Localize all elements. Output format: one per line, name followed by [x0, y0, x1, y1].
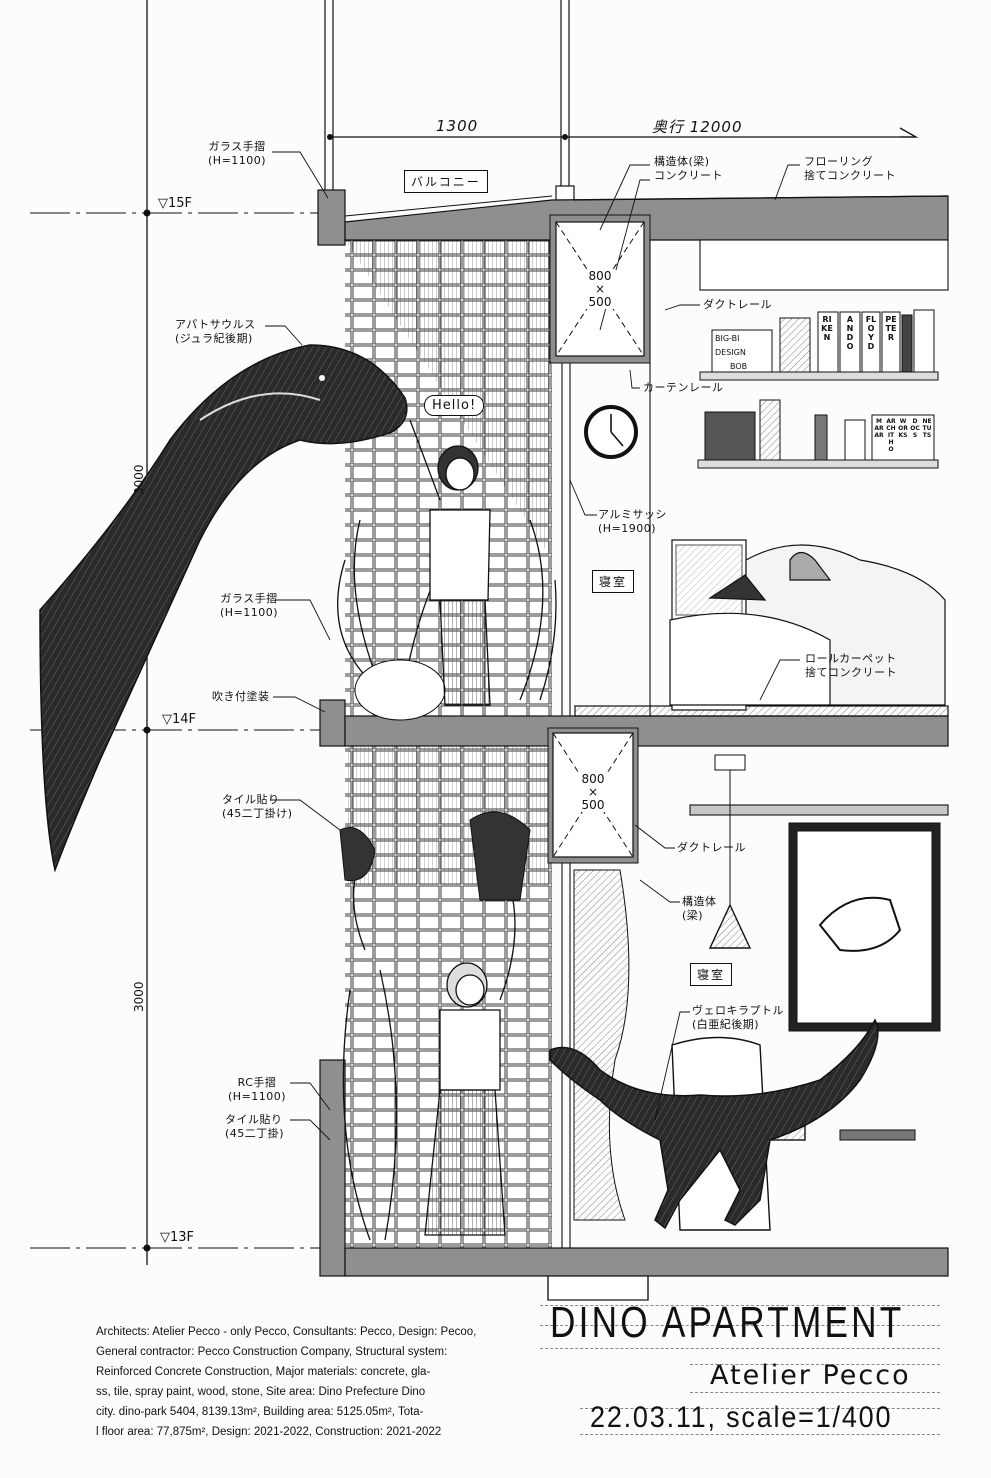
bookshelves	[697, 309, 939, 469]
person-lower	[424, 962, 506, 1236]
apatosaurus-highlight	[199, 392, 321, 421]
beam-size-upper: 800×500	[575, 270, 625, 309]
floor-height-upper: 3000	[132, 464, 146, 495]
book-spine: FLOYD	[865, 315, 877, 351]
book-spine: PETER	[885, 315, 897, 342]
book-spine: BOB	[730, 362, 748, 371]
book-spine: WORKS	[898, 418, 908, 439]
balcony-label: バルコニー	[404, 170, 488, 193]
spray-paint-label: 吹き付塗装	[212, 690, 270, 703]
aluminum-sash-label: アルミサッシ (H=1900)	[598, 508, 667, 535]
credits-line: city. dino-park 5404, 8139.13m², Buildin…	[96, 1406, 424, 1418]
book-spine: DOCS	[910, 418, 920, 439]
glass-railing-mid-label: ガラス手摺 (H=1100)	[220, 592, 279, 619]
level-15f: ▽15F	[158, 196, 193, 211]
beam-height: 500	[588, 295, 612, 309]
floor-height-lower: 3000	[132, 981, 146, 1012]
project-credits: Architects: Atelier Pecco - only Pecco, …	[96, 1322, 516, 1442]
beam-width: 800	[588, 269, 612, 283]
velociraptor-label: ヴェロキラプトル (白亜紀後期)	[692, 1004, 784, 1031]
rc-railing-label: RC手摺 (H=1100)	[228, 1076, 287, 1103]
guide-line	[540, 1325, 940, 1326]
book-spine: MARAR	[874, 418, 884, 439]
drawing-author: Atelier Pecco	[710, 1360, 911, 1391]
guide-line	[690, 1364, 940, 1365]
date-and-scale: 22.03.11, scale=1/400	[590, 1401, 893, 1434]
apatosaurus-eye	[319, 375, 325, 381]
book-spine: DESIGN	[715, 348, 746, 357]
person-upper	[409, 419, 491, 706]
hanging-planter	[469, 811, 531, 901]
credits-line: Architects: Atelier Pecco - only Pecco, …	[96, 1326, 477, 1338]
glass-railing-top-label: ガラス手摺 (H=1100)	[208, 140, 267, 167]
duct-rail-upper-label: ダクトレール	[703, 298, 772, 311]
level-14f: ▽14F	[162, 712, 197, 727]
curtain-rail-label: カーテンレール	[643, 381, 724, 394]
credits-line: l floor area: 77,875m², Design: 2021-202…	[96, 1426, 442, 1438]
guide-line	[580, 1408, 940, 1409]
book-spine: BIG-BI	[715, 334, 740, 343]
apatosaurus	[39, 344, 408, 873]
guide-line	[690, 1392, 940, 1393]
velociraptor	[549, 1018, 879, 1230]
guide-line	[580, 1434, 940, 1435]
wall-clock	[584, 405, 638, 459]
credits-line: ss, tile, spray paint, wood, stone, Site…	[96, 1386, 426, 1398]
curtain	[573, 869, 630, 1221]
structure-lower-label: 構造体 (梁)	[682, 895, 717, 922]
drawing-title: DINO APARTMENT	[550, 1298, 905, 1347]
plant-pot-upper	[354, 659, 446, 721]
beam-height: 500	[581, 798, 605, 812]
structure-beam-label: 構造体(梁) コンクリート	[654, 155, 723, 182]
side-table	[839, 1129, 916, 1141]
guide-line	[540, 1348, 940, 1349]
beam-size-lower: 800×500	[568, 773, 618, 812]
hanging-planter	[339, 827, 376, 882]
credits-line: General contractor: Pecco Construction C…	[96, 1346, 448, 1358]
credits-line: Reinforced Concrete Construction, Major …	[96, 1366, 431, 1378]
bedroom-upper-label: 寝室	[592, 570, 635, 593]
apatosaurus-label: アパトサウルス (ジュラ紀後期)	[175, 318, 256, 345]
picture-frame	[788, 822, 941, 1032]
pendant-lamp	[708, 754, 752, 949]
level-13f: ▽13F	[160, 1230, 195, 1245]
bed	[669, 539, 946, 711]
beam-times: ×	[587, 785, 599, 799]
total-depth-dimension: 奥行 12000	[652, 118, 743, 136]
book-spine: ANDO	[846, 315, 854, 351]
duct-rail-lower-label: ダクトレール	[677, 841, 746, 854]
balcony-depth-dimension: 1300	[436, 117, 479, 135]
beam-times: ×	[594, 282, 606, 296]
speech-bubble: Hello!	[424, 395, 485, 416]
tile-lower-label: タイル貼り (45二丁掛)	[225, 1113, 285, 1140]
guide-line	[540, 1305, 940, 1306]
flooring-label: フローリング 捨てコンクリート	[804, 155, 896, 182]
roll-carpet-label: ロールカーペット 捨てコンクリート	[805, 652, 897, 679]
book-spine: RIKEN	[821, 315, 833, 342]
tile-upper-label: タイル貼り (45二丁掛け)	[222, 793, 293, 820]
book-spine: ARCHITHO	[886, 418, 896, 453]
book-spine: NETUTS	[922, 418, 932, 439]
beam-width: 800	[581, 772, 605, 786]
bedroom-lower-label: 寝室	[690, 963, 733, 986]
